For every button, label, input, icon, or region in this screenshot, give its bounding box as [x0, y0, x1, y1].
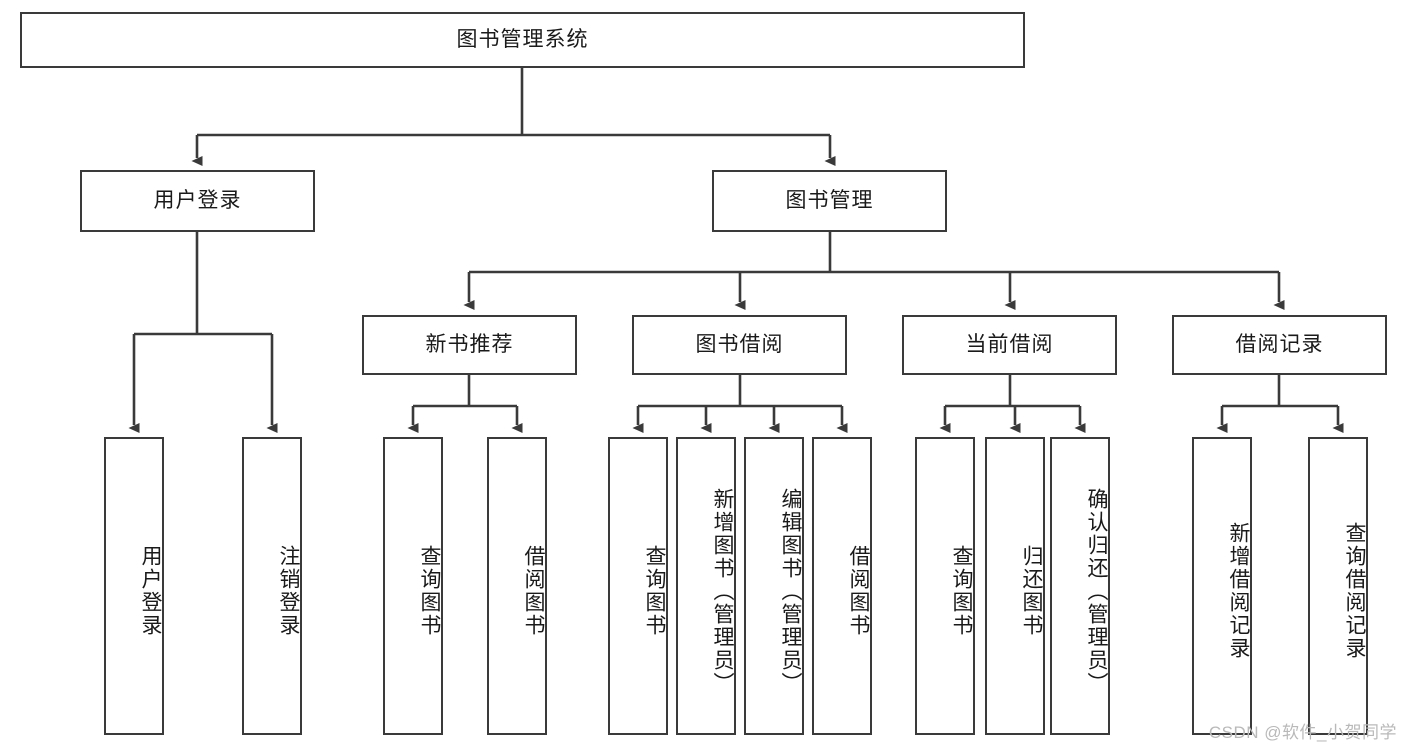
node-borrow-record[interactable]: 借阅记录 [1172, 315, 1387, 375]
leaf-confirm-return-label: 确认归还（管理员） [1085, 487, 1108, 695]
node-book-borrow[interactable]: 图书借阅 [632, 315, 847, 375]
leaf-logout[interactable]: 注销登录 [242, 437, 302, 735]
leaf-query-book-1-label: 查询图书 [418, 545, 441, 637]
leaf-return-book[interactable]: 归还图书 [985, 437, 1045, 735]
leaf-logout-label: 注销登录 [277, 545, 300, 637]
leaf-borrow-book-2-label: 借阅图书 [847, 545, 870, 637]
leaf-query-book-2-label: 查询图书 [643, 545, 666, 637]
leaf-add-record[interactable]: 新增借阅记录 [1192, 437, 1252, 735]
leaf-borrow-book-1-label: 借阅图书 [522, 545, 545, 637]
node-current-borrow-label: 当前借阅 [965, 333, 1054, 357]
leaf-borrow-book-2[interactable]: 借阅图书 [812, 437, 872, 735]
leaf-query-book-3-label: 查询图书 [950, 545, 973, 637]
node-root-label: 图书管理系统 [456, 28, 589, 52]
node-book-borrow-label: 图书借阅 [695, 333, 784, 357]
leaf-query-book-1[interactable]: 查询图书 [383, 437, 443, 735]
node-borrow-record-label: 借阅记录 [1235, 333, 1324, 357]
leaf-add-record-label: 新增借阅记录 [1227, 522, 1250, 660]
leaf-add-book-label: 新增图书（管理员） [711, 487, 734, 695]
leaf-return-book-label: 归还图书 [1020, 545, 1043, 637]
leaf-borrow-book-1[interactable]: 借阅图书 [487, 437, 547, 735]
leaf-confirm-return[interactable]: 确认归还（管理员） [1050, 437, 1110, 735]
leaf-query-book-3[interactable]: 查询图书 [915, 437, 975, 735]
leaf-user-login[interactable]: 用户登录 [104, 437, 164, 735]
node-current-borrow[interactable]: 当前借阅 [902, 315, 1117, 375]
leaf-edit-book[interactable]: 编辑图书（管理员） [744, 437, 804, 735]
node-book-manage[interactable]: 图书管理 [712, 170, 947, 232]
leaf-query-record[interactable]: 查询借阅记录 [1308, 437, 1368, 735]
leaf-edit-book-label: 编辑图书（管理员） [779, 487, 802, 695]
leaf-user-login-label: 用户登录 [139, 545, 162, 637]
node-new-book-rec-label: 新书推荐 [425, 333, 514, 357]
leaf-query-record-label: 查询借阅记录 [1343, 522, 1366, 660]
node-new-book-rec[interactable]: 新书推荐 [362, 315, 577, 375]
node-user-login[interactable]: 用户登录 [80, 170, 315, 232]
node-book-manage-label: 图书管理 [785, 189, 874, 213]
node-user-login-label: 用户登录 [153, 189, 242, 213]
watermark: CSDN @软件_小贺同学 [1208, 723, 1397, 742]
node-root[interactable]: 图书管理系统 [20, 12, 1025, 68]
leaf-add-book[interactable]: 新增图书（管理员） [676, 437, 736, 735]
leaf-query-book-2[interactable]: 查询图书 [608, 437, 668, 735]
